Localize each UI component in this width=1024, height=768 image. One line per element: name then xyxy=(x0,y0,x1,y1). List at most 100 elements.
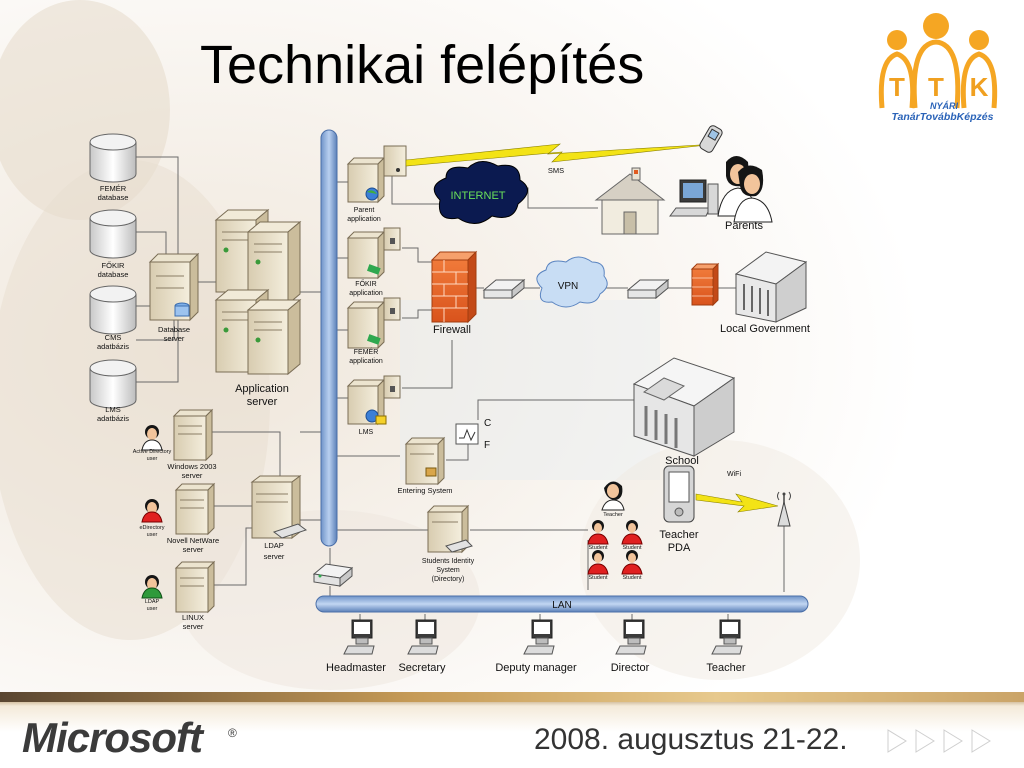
school-label: School xyxy=(665,455,699,467)
router-left-icon xyxy=(482,278,526,300)
footer-bar xyxy=(0,692,1024,768)
novell-server-icon xyxy=(174,482,216,536)
db-label-fokir: FŐKIR xyxy=(102,261,126,270)
entering-system-label: Entering System xyxy=(397,486,452,495)
internet-cloud xyxy=(433,161,528,224)
app-server-parent xyxy=(346,145,407,204)
ldap-user-label-2: user xyxy=(147,606,158,612)
student-icon-1 xyxy=(587,520,609,545)
db-sub-fokir: database xyxy=(98,270,129,279)
students-identity-label-3: (Directory) xyxy=(432,576,465,583)
windows-server-icon xyxy=(172,408,214,462)
app-label-parent-2: application xyxy=(347,216,381,223)
registered-mark-icon: ® xyxy=(228,726,237,740)
footer-strip xyxy=(0,692,1024,702)
local-government-icon xyxy=(734,251,808,323)
student-label-3: Student xyxy=(589,575,608,581)
directory-users xyxy=(141,425,163,599)
app-label-femer-2: application xyxy=(349,358,383,365)
logo-subtitle: TanárTovábbKépzés xyxy=(891,111,994,123)
headmaster-label: Headmaster xyxy=(326,662,386,674)
db-cms xyxy=(89,285,137,335)
novell-server-label-1: Novell NetWare xyxy=(167,536,219,545)
lan-clients xyxy=(343,619,743,655)
database-labels: FEMÉR database FŐKIR database CMS adatbá… xyxy=(97,184,129,423)
vpn-cloud xyxy=(536,256,608,308)
ldap-user-label-1: LDAP xyxy=(145,599,160,605)
vpn-label: VPN xyxy=(558,281,579,292)
app-label-fokir-1: FŐKIR xyxy=(355,279,376,288)
pda-icon xyxy=(663,465,695,523)
students-identity-labels: Students Identity System (Directory) xyxy=(422,558,475,583)
logo-nyari: NYÁRI xyxy=(930,101,959,111)
secretary-label: Secretary xyxy=(398,662,446,674)
lan-pipe xyxy=(315,595,809,613)
db-label-lms: LMS xyxy=(105,405,120,414)
sms-lightning xyxy=(405,143,717,167)
parents-label: Parents xyxy=(725,220,763,232)
app-labels: Parent application FŐKIR application FEM… xyxy=(347,207,383,436)
teacher-pda-label-1: Teacher xyxy=(659,529,698,541)
student-labels: Student Student Student Student xyxy=(589,545,642,581)
parents-people-icon xyxy=(717,156,773,223)
event-date: 2008. augusztus 21-22. xyxy=(534,723,848,756)
lan-client-labels: Headmaster Secretary Deputy manager Dire… xyxy=(326,662,746,674)
cf-label-c: C xyxy=(484,418,491,429)
linux-server-label-2: server xyxy=(183,622,204,631)
db-label-femer: FEMÉR xyxy=(100,184,127,193)
application-server xyxy=(214,208,302,376)
cf-sensor-box xyxy=(455,423,479,445)
db-server-label-1: Database xyxy=(158,325,190,334)
edirectory-user-label-1: eDirectory xyxy=(139,525,164,531)
ttk-logo: T T K xyxy=(878,13,998,109)
sms-label: SMS xyxy=(548,166,564,175)
app-label-femer-1: FEMÉR xyxy=(354,347,379,356)
headmaster-computer-icon xyxy=(343,619,375,655)
database-server xyxy=(148,252,200,322)
school-icon xyxy=(632,357,736,457)
wifi-antenna-icon xyxy=(777,491,791,527)
router-right-icon xyxy=(626,278,670,300)
deputy-computer-icon xyxy=(523,619,555,655)
lan-router-icon xyxy=(312,563,354,588)
novell-server-label-2: server xyxy=(183,545,204,554)
ad-user-icon xyxy=(141,425,163,451)
database-cylinders xyxy=(89,133,137,409)
app-servers xyxy=(346,145,407,426)
background-photo xyxy=(0,0,1024,700)
network-diagram: FEMÉR database FŐKIR database CMS adatbá… xyxy=(89,125,810,674)
ldap-server-label-2: server xyxy=(264,552,285,561)
footer: Microsoft ® 2008. augusztus 21-22. xyxy=(0,692,1024,768)
windows-server-label-2: server xyxy=(182,471,203,480)
parents-computer-icon xyxy=(669,179,719,217)
teacher-label: Teacher xyxy=(706,662,745,674)
student-label-4: Student xyxy=(623,575,642,581)
ldap-server-label-1: LDAP xyxy=(264,541,284,550)
directory-user-labels: Active Directory user eDirectory user LD… xyxy=(133,449,172,612)
students-identity-label-2: System xyxy=(436,567,460,574)
student-label-1: Student xyxy=(589,545,608,551)
students-identity-icon xyxy=(426,504,473,554)
ldap-server-icon xyxy=(250,475,308,539)
directory-servers xyxy=(172,408,308,614)
edirectory-user-label-2: user xyxy=(147,532,158,538)
linux-server-icon xyxy=(174,560,216,614)
firewall-label: Firewall xyxy=(433,324,471,336)
student-label-2: Student xyxy=(623,545,642,551)
ad-user-label-2: user xyxy=(147,456,158,462)
app-server-label-2: server xyxy=(247,396,278,408)
db-sub-femer: database xyxy=(98,193,129,202)
students-identity-label-1: Students Identity xyxy=(422,558,475,565)
app-server-lms xyxy=(346,375,401,426)
app-server-femer xyxy=(346,297,401,350)
student-icon-2 xyxy=(621,520,643,545)
app-server-fokir xyxy=(346,227,401,280)
teacher-person-icon xyxy=(601,481,625,511)
db-lms xyxy=(89,359,137,409)
firewall-icon xyxy=(430,250,478,324)
ad-user-label-1: Active Directory xyxy=(133,449,172,455)
entering-system-icon xyxy=(404,436,446,486)
teacher-pda-label-2: PDA xyxy=(668,542,691,554)
forward-arrows-icon xyxy=(887,729,991,753)
